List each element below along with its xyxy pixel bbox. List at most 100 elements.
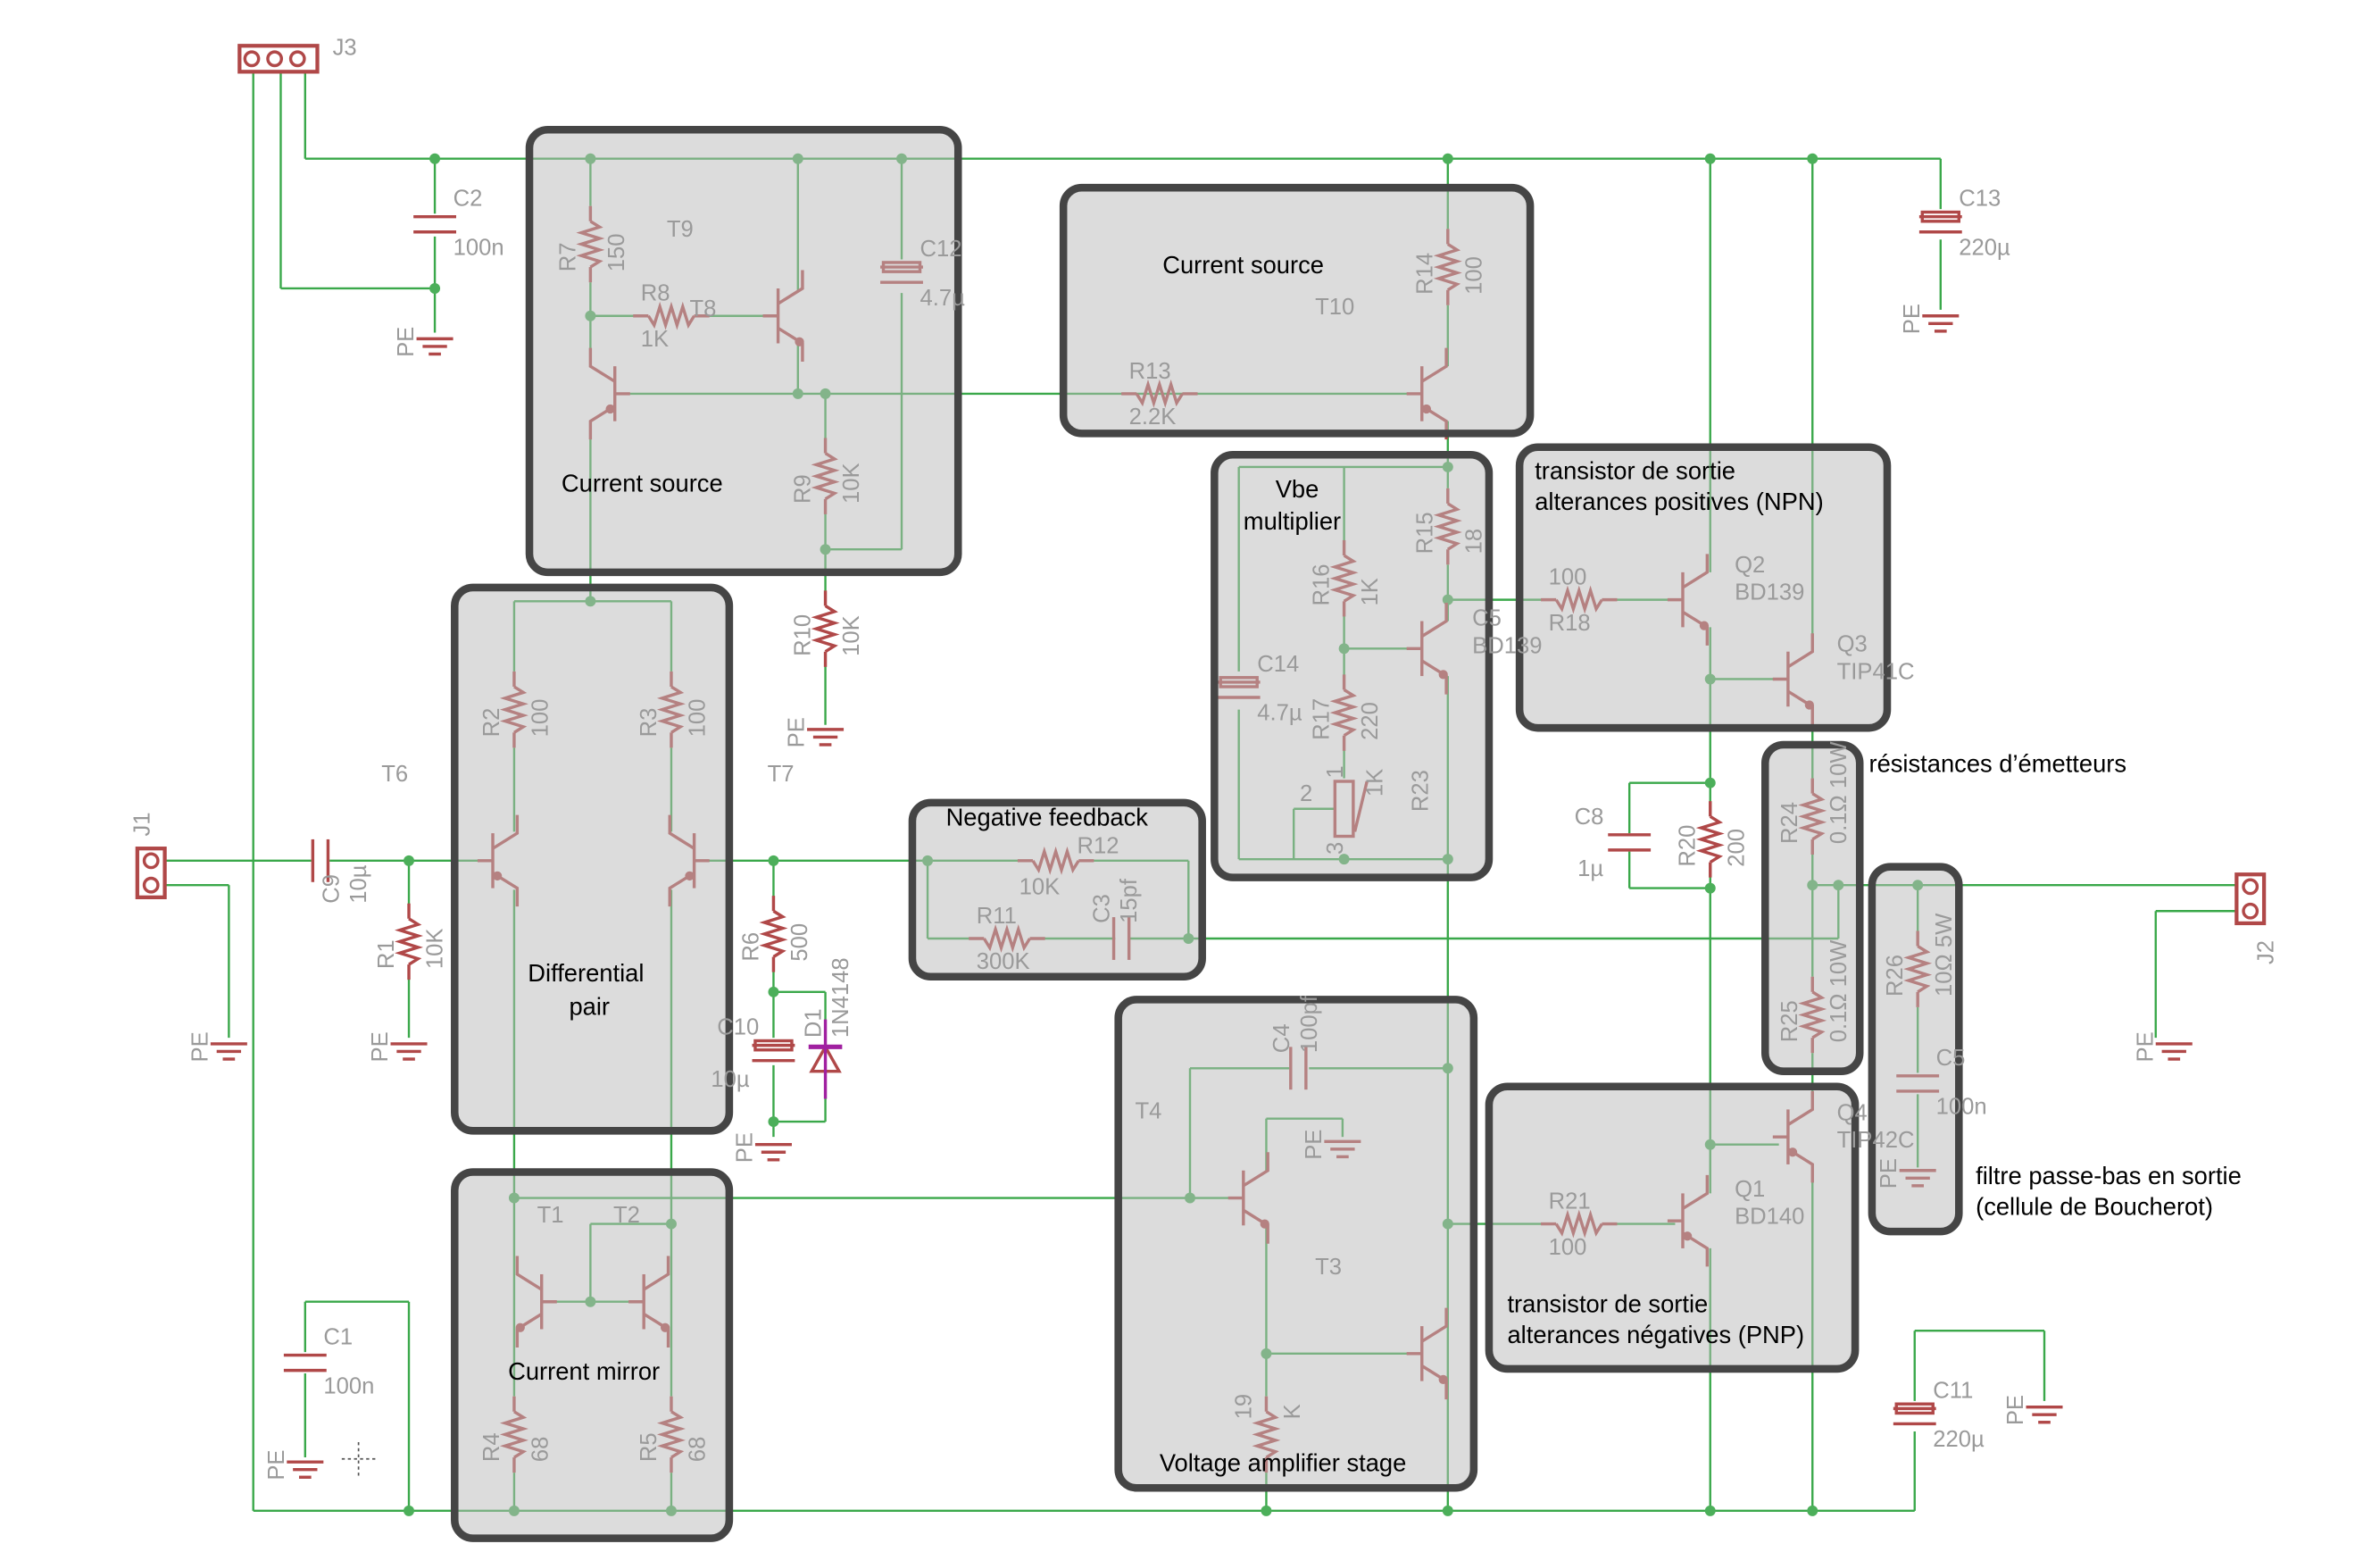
potentiometer-value: 1K — [1362, 769, 1387, 797]
capacitor-value-C8: 1µ — [1577, 856, 1603, 881]
capacitor-ref-C2: C2 — [454, 187, 483, 212]
transistor-value-Q4: TIP42C — [1837, 1128, 1915, 1153]
capacitor-value-C9: 10µ — [346, 864, 371, 904]
junction-dot — [768, 986, 779, 997]
connector-label-J1: J1 — [129, 812, 154, 836]
resistor-value-R2: 100 — [528, 699, 553, 738]
capacitor-C10[interactable] — [752, 1039, 795, 1063]
transistor-ref-T1: T1 — [537, 1203, 564, 1228]
transistor-ref-T2: T2 — [613, 1203, 640, 1228]
capacitor-ref-C9: C9 — [319, 874, 344, 904]
capacitor-C1[interactable] — [283, 1353, 327, 1373]
capacitor-value-C12: 4.7µ — [920, 286, 966, 311]
capacitor-ref-C5: C5 — [1936, 1046, 1966, 1071]
block-title-pnp-1: transistor de sortie — [1507, 1290, 1708, 1318]
junction-dot — [768, 1116, 779, 1128]
resistor-ref-R10: R10 — [790, 614, 815, 656]
resistor-ref-R12: R12 — [1078, 833, 1119, 858]
block-title-vbe-2: multiplier — [1244, 507, 1341, 535]
resistor-ref-R17: R17 — [1310, 698, 1335, 740]
resistor-value-R17: 220 — [1358, 702, 1383, 740]
pin-label-3: 3 — [1323, 842, 1348, 855]
transistor-ref-T4: T4 — [1135, 1099, 1161, 1124]
junction-dot — [1704, 777, 1716, 789]
resistor-R1[interactable] — [395, 903, 424, 980]
diode-ref: D1 — [801, 1008, 826, 1038]
capacitor-ref-C1: C1 — [323, 1325, 353, 1350]
resistor-value-R7: 150 — [604, 233, 629, 271]
ground-icon — [807, 728, 845, 747]
block-vbe-multiplier — [1211, 450, 1494, 881]
potentiometer-ref: R23 — [1409, 770, 1434, 812]
block-current-source-2 — [1059, 183, 1535, 438]
junction-dot — [429, 153, 441, 164]
capacitor-ref-C10: C10 — [717, 1015, 759, 1040]
block-title-vbe-1: Vbe — [1276, 475, 1319, 503]
resistor-R6[interactable] — [759, 896, 788, 972]
diode-D1[interactable] — [808, 1019, 843, 1099]
capacitor-C9[interactable] — [311, 839, 330, 882]
block-emitter-resistors — [1761, 740, 1864, 1075]
junction-dot — [1704, 153, 1716, 164]
capacitor-C2[interactable] — [413, 214, 456, 234]
ground-icon — [287, 1460, 324, 1479]
capacitor-C11[interactable] — [1893, 1402, 1936, 1426]
block-negative-feedback — [908, 798, 1206, 980]
block-pnp-output — [1485, 1082, 1860, 1373]
resistor-ref-R26: R26 — [1883, 955, 1908, 997]
block-title-boucherot-2: (cellule de Boucherot) — [1976, 1192, 2213, 1220]
resistor-value-R25: 0.1Ω 10W — [1827, 939, 1852, 1042]
transistor-value-Q3: TIP41C — [1837, 659, 1915, 684]
ground-label: PE — [1877, 1158, 1902, 1189]
capacitor-ref-C13: C13 — [1959, 187, 2001, 212]
resistor-value-R24: 0.1Ω 10W — [1827, 741, 1852, 844]
capacitor-value-C4: 100pf — [1297, 995, 1322, 1053]
resistor-ref-R18: R18 — [1549, 611, 1591, 636]
resistor-value-R14: 100 — [1461, 256, 1486, 295]
transistor-ref-Q2: Q2 — [1735, 553, 1765, 578]
resistor-ref-R1: R1 — [374, 939, 399, 969]
capacitor-C13[interactable] — [1918, 210, 1962, 234]
transistor-ref-Q1: Q1 — [1735, 1177, 1765, 1202]
connector-J3[interactable] — [237, 44, 320, 74]
block-title-npn-1: transistor de sortie — [1535, 457, 1735, 485]
block-voltage-amplifier-stage — [1114, 996, 1478, 1492]
connector-label-J2: J2 — [2253, 940, 2278, 964]
resistor-value-R4: 68 — [528, 1437, 553, 1463]
resistor-ref-R21: R21 — [1549, 1189, 1591, 1214]
connector-label-J3: J3 — [333, 36, 357, 61]
resistor-ref-R19: 19 — [1231, 1394, 1256, 1420]
resistor-ref-R16: R16 — [1310, 563, 1335, 605]
ground-icon — [2026, 1405, 2063, 1424]
resistor-R20[interactable] — [1695, 801, 1725, 878]
resistor-value-R18: 100 — [1549, 565, 1587, 590]
transistor-value-Q1: BD140 — [1735, 1205, 1804, 1230]
capacitor-ref-C8: C8 — [1575, 805, 1604, 830]
pin-label-2: 2 — [1300, 781, 1312, 806]
block-npn-output — [1515, 443, 1892, 732]
connector-J2[interactable] — [2234, 872, 2267, 926]
resistor-ref-R9: R9 — [790, 474, 815, 504]
resistor-ref-R6: R6 — [738, 932, 763, 962]
diode-value: 1N4148 — [828, 957, 853, 1038]
connector-J1[interactable] — [135, 847, 167, 899]
transistor-value-Q2: BD139 — [1735, 580, 1804, 605]
block-title-boucherot-1: filtre passe-bas en sortie — [1976, 1162, 2242, 1189]
block-current-mirror — [451, 1168, 734, 1542]
ground-label: PE — [785, 717, 810, 747]
capacitor-C8[interactable] — [1608, 833, 1652, 852]
resistor-ref-R4: R4 — [479, 1432, 504, 1462]
resistor-value-R9: 10K — [839, 463, 864, 504]
transistor-ref-T9: T9 — [667, 217, 694, 242]
capacitor-value-C13: 220µ — [1959, 235, 2010, 260]
capacitor-value-C5: 100n — [1936, 1095, 1987, 1120]
resistor-value-R11: 300K — [977, 949, 1030, 974]
resistor-ref-R5: R5 — [637, 1432, 662, 1462]
block-boucherot-filter — [1868, 863, 1963, 1236]
ground-label: PE — [264, 1449, 289, 1480]
capacitor-value-C2: 100n — [454, 235, 504, 260]
resistor-R10[interactable] — [811, 590, 840, 667]
resistor-ref-R24: R24 — [1777, 802, 1802, 844]
